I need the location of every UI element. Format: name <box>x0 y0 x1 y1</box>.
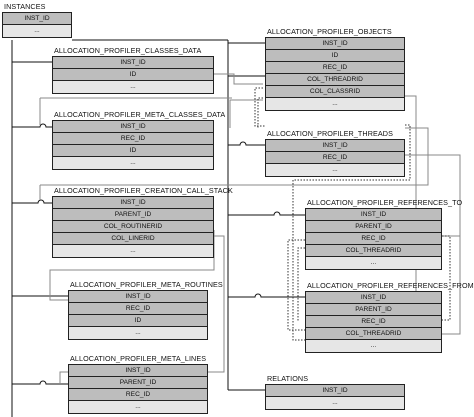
table-title: ALLOCATION_PROFILER_META_ROUTINES <box>70 280 223 289</box>
column-col-classrid: COL_CLASSRID <box>266 86 404 98</box>
table-title: INSTANCES <box>4 2 46 11</box>
column-inst-id: INST_ID <box>266 385 404 397</box>
column-col-linerid: COL_LINERID <box>53 233 213 245</box>
column-inst-id: INST_ID <box>69 365 207 377</box>
column-inst-id: INST_ID <box>306 292 441 304</box>
column-ellipsis: ... <box>53 81 213 93</box>
table-columns: INST_ID... <box>2 12 72 38</box>
column-ellipsis: ... <box>53 157 213 169</box>
column-ellipsis: ... <box>53 245 213 257</box>
table-title: ALLOCATION_PROFILER_META_CLASSES_DATA <box>54 110 226 119</box>
column-rec-id: REC_ID <box>53 133 213 145</box>
column-parent-id: PARENT_ID <box>69 377 207 389</box>
column-rec-id: REC_ID <box>266 152 404 164</box>
column-inst-id: INST_ID <box>3 13 71 25</box>
column-id: ID <box>69 315 207 327</box>
column-rec-id: REC_ID <box>266 62 404 74</box>
column-rec-id: REC_ID <box>69 303 207 315</box>
column-id: ID <box>53 145 213 157</box>
column-rec-id: REC_ID <box>306 316 441 328</box>
column-parent-id: PARENT_ID <box>53 209 213 221</box>
table-title: ALLOCATION_PROFILER_THREADS <box>267 129 393 138</box>
column-parent-id: PARENT_ID <box>306 221 441 233</box>
column-inst-id: INST_ID <box>53 197 213 209</box>
column-ellipsis: ... <box>3 25 71 37</box>
column-ellipsis: ... <box>306 340 441 352</box>
column-inst-id: INST_ID <box>306 209 441 221</box>
column-ellipsis: ... <box>69 327 207 339</box>
column-parent-id: PARENT_ID <box>306 304 441 316</box>
column-col-threadrid: COL_THREADRID <box>266 74 404 86</box>
column-ellipsis: ... <box>266 98 404 110</box>
column-col-threadrid: COL_THREADRID <box>306 245 441 257</box>
column-rec-id: REC_ID <box>69 389 207 401</box>
column-col-threadrid: COL_THREADRID <box>306 328 441 340</box>
table-title: ALLOCATION_PROFILER_CLASSES_DATA <box>54 46 202 55</box>
column-inst-id: INST_ID <box>53 121 213 133</box>
table-title: ALLOCATION_PROFILER_CREATION_CALL_STACK <box>54 186 233 195</box>
column-inst-id: INST_ID <box>69 291 207 303</box>
column-inst-id: INST_ID <box>53 57 213 69</box>
column-id: ID <box>266 50 404 62</box>
column-ellipsis: ... <box>266 397 404 409</box>
column-ellipsis: ... <box>69 401 207 413</box>
column-inst-id: INST_ID <box>266 140 404 152</box>
table-title: ALLOCATION_PROFILER_META_LINES <box>70 354 207 363</box>
column-ellipsis: ... <box>306 257 441 269</box>
column-inst-id: INST_ID <box>266 38 404 50</box>
table-title: ALLOCATION_PROFILER_OBJECTS <box>267 27 392 36</box>
table-columns: INST_ID... <box>265 384 405 410</box>
column-rec-id: REC_ID <box>306 233 441 245</box>
table-title: ALLOCATION_PROFILER_REFERENCES_FROM <box>307 281 474 290</box>
column-ellipsis: ... <box>266 164 404 176</box>
column-col-routinerid: COL_ROUTINERID <box>53 221 213 233</box>
table-title: ALLOCATION_PROFILER_REFERENCES_TO <box>307 198 463 207</box>
table-title: RELATIONS <box>267 374 309 383</box>
column-id: ID <box>53 69 213 81</box>
